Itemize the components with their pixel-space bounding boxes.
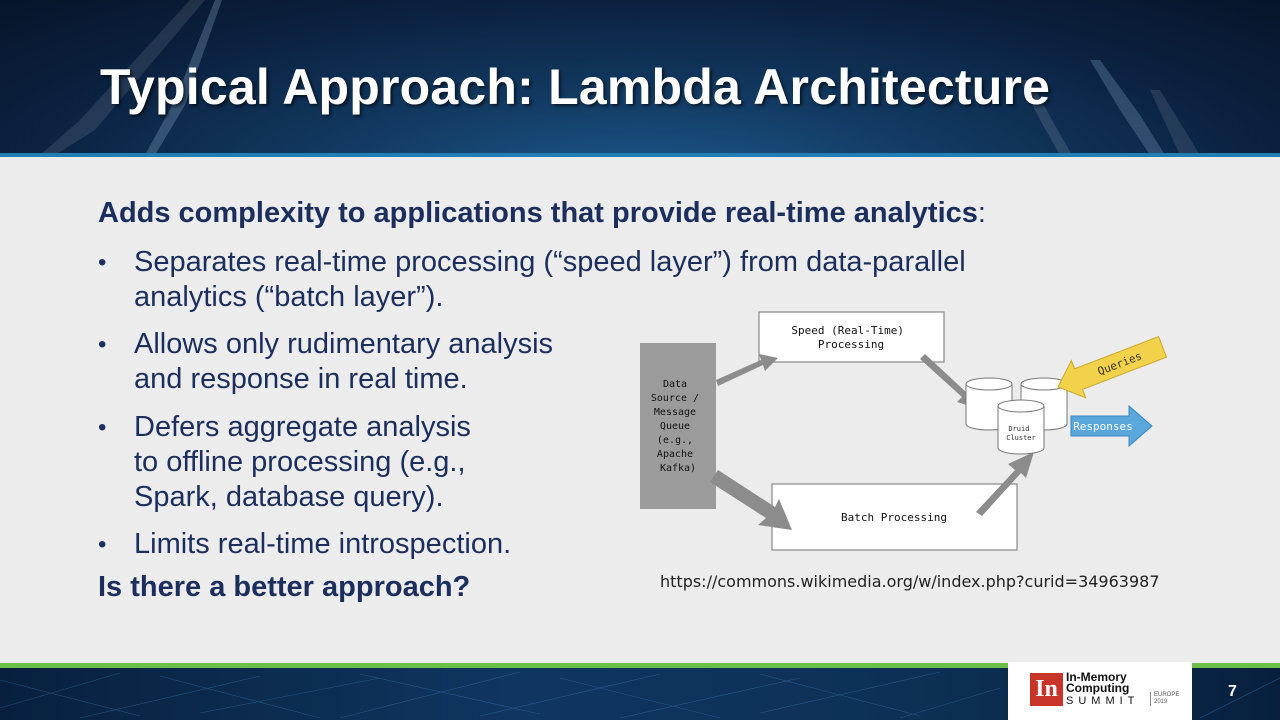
speed-layer-box [758,311,945,363]
bullet-text: Separates real-time processing (“speed l… [134,246,966,313]
slide-header: Typical Approach: Lambda Architecture [0,0,1280,155]
footer-accent-line [0,663,1280,668]
batch-to-cluster-arrow [976,452,1034,516]
footer-network-pattern [0,671,1280,719]
queries-arrow: Queries [1057,335,1168,399]
header-light-streaks-decoration [40,0,1200,155]
cluster-label-line: Druid [1008,425,1029,433]
data-source-line: Data [663,379,687,390]
intro-colon: : [977,197,986,229]
bullet-text: Defers aggregate analysis to offline pro… [134,411,471,513]
queries-arrow-shape [1057,335,1168,399]
slide-body: Adds complexity to applications that pro… [0,157,1280,664]
flow-arrows [710,354,1034,530]
source-to-speed-arrow [716,354,778,386]
source-to-batch-arrow [710,470,792,530]
responses-arrow [1070,404,1153,448]
bullet-text: Allows only rudimentary analysis and res… [134,328,554,395]
source-citation-link[interactable]: https://commons.wikimedia.org/w/index.ph… [660,572,1160,591]
data-source-line: Source / [651,393,699,404]
header-divider [0,153,1280,157]
cluster-node-cylinder [997,406,1045,455]
druid-cluster-cylinders [965,377,1068,455]
cluster-label: Druid Cluster [1006,425,1036,442]
data-source-line: Message [654,407,696,418]
lambda-architecture-diagram: Data Source / Message Queue (e.g., Apach… [640,311,1168,551]
logo-mark-icon: In [1030,673,1063,706]
intro-text: Adds complexity to applications that pro… [98,197,978,229]
logo-edition-text: EUROPE 2019 [1150,692,1179,706]
speed-layer-line: Speed (Real-Time) [791,324,904,337]
bullet-marker: • [98,531,107,558]
speed-to-cluster-arrow [920,354,979,409]
data-source-box [640,343,716,509]
batch-layer-label: Batch Processing [841,511,947,524]
speed-layer-line: Processing [818,338,884,351]
logo-text-line: In-Memory [1066,670,1127,684]
data-source-line: Apache [657,449,693,460]
data-source-line: Kafka) [660,463,696,474]
speed-layer-label: Speed (Real-Time) Processing [791,324,910,351]
cluster-node-top [997,399,1045,413]
bullet-text: Limits real-time introspection. [134,528,512,560]
closing-question: Is there a better approach? [98,571,471,603]
data-source-line: Queue [660,421,690,432]
logo-summit-text: SUMMIT [1066,695,1140,707]
page-number: 7 [1228,683,1237,700]
data-source-label: Data Source / Message Queue (e.g., Apach… [651,379,705,474]
bullet-marker: • [98,249,107,276]
cluster-label-line: Cluster [1006,434,1036,442]
responses-label: Responses [1073,420,1133,433]
cluster-node-top [965,377,1013,391]
intro-heading: Adds complexity to applications that pro… [98,197,986,230]
summit-logo: In In-Memory Computing SUMMIT EUROPE 201… [1008,662,1192,720]
slide-title: Typical Approach: Lambda Architecture [100,59,1051,115]
data-source-line: (e.g., [657,435,693,446]
bullet-marker: • [98,414,107,441]
bullet-marker: • [98,331,107,358]
logo-text-line: Computing [1066,681,1130,695]
